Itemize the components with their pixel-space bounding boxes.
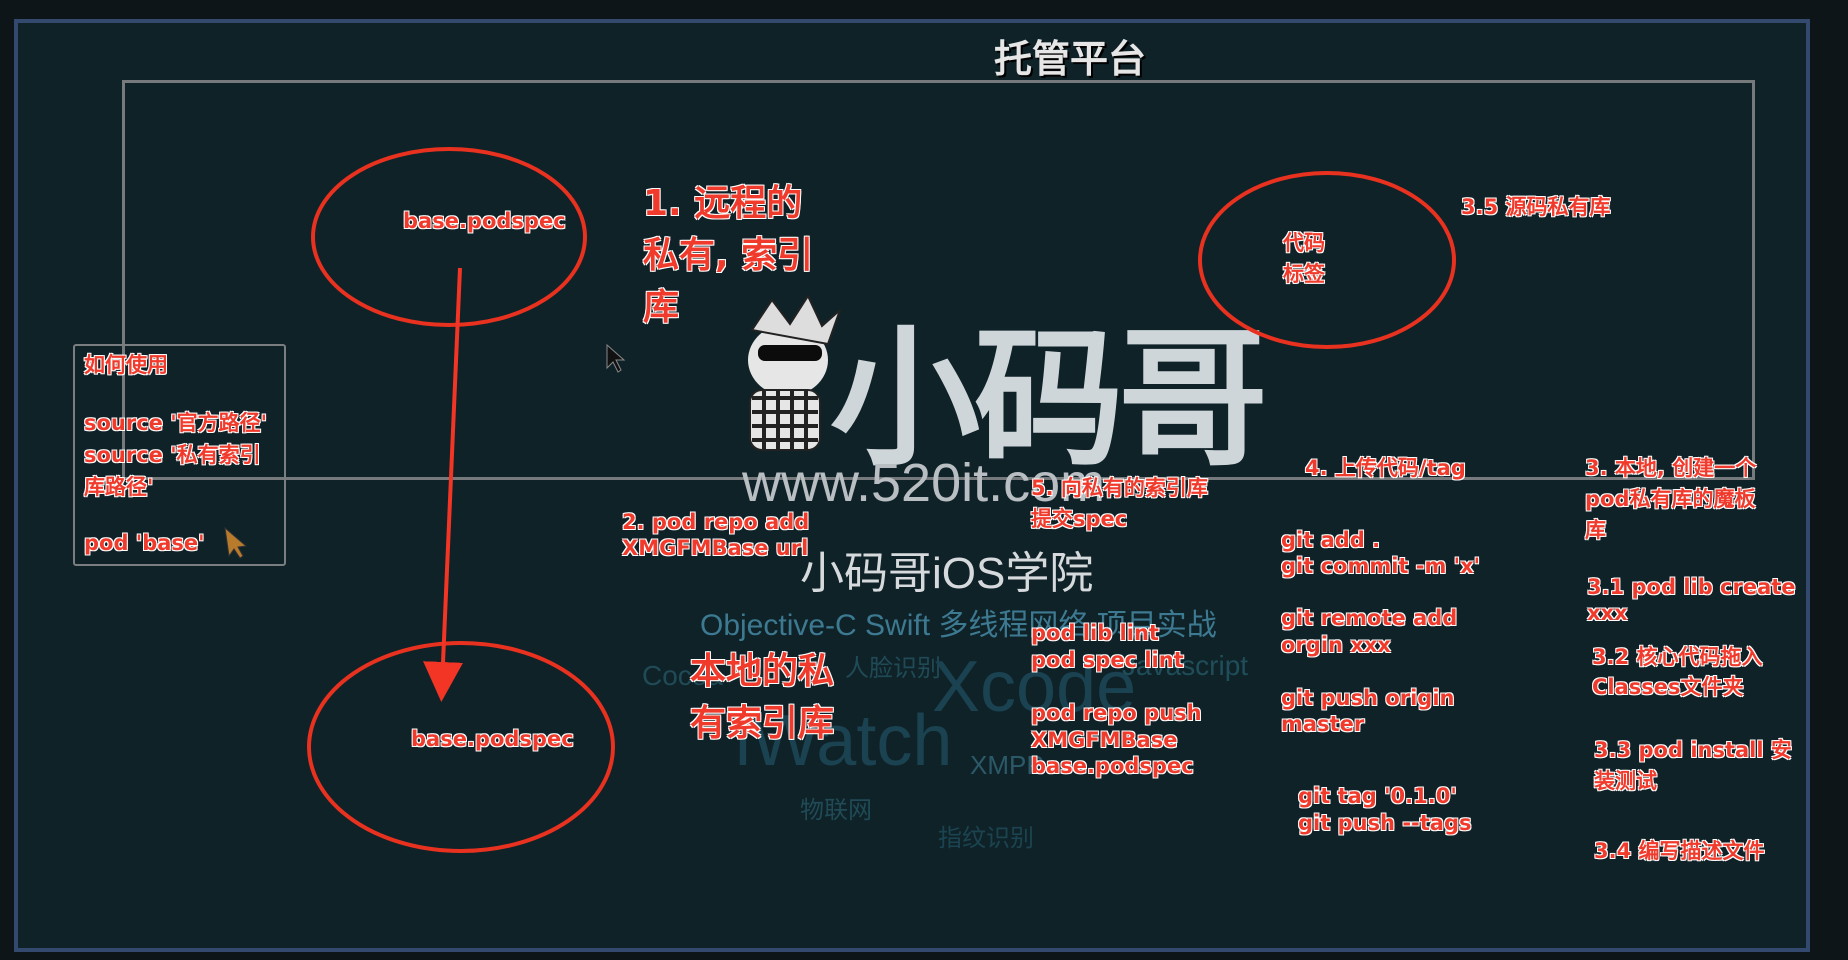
usage-box (73, 344, 286, 566)
step3-2-line-2: Classes文件夹 (1592, 675, 1744, 699)
step3-title-3: 库 (1585, 518, 1606, 542)
watermark-xmpp: XMPP (970, 750, 1044, 780)
step5-lint-2: pod spec lint (1031, 648, 1184, 672)
step4-add: git add . (1281, 528, 1381, 552)
step4-push-2: master (1281, 712, 1365, 736)
step3-1-line-2: xxx (1587, 601, 1628, 625)
watermark-cocoa: Cocoa (642, 660, 723, 691)
step4-push-1: git push origin (1281, 686, 1455, 710)
step3-3-line-1: 3.3 pod install 安 (1594, 738, 1792, 762)
usage-pod: pod 'base' (84, 531, 205, 555)
remote-index-label: base.podspec (403, 209, 566, 233)
step4-remote-2: orgin xxx (1281, 633, 1391, 657)
step2-line-2: XMGFMBase url (622, 536, 809, 560)
remote-index-title-3: 库 (643, 287, 680, 328)
step5-title-2: 提交spec (1031, 507, 1128, 531)
watermark-school: 小码哥iOS学院 (800, 549, 1094, 598)
step5-push-3: base.podspec (1031, 754, 1194, 778)
remote-index-title-2: 私有, 索引 (643, 235, 814, 276)
step3-2-line-1: 3.2 核心代码拖入 (1592, 645, 1763, 669)
step4-tag-1: git tag '0.1.0' (1298, 784, 1457, 808)
usage-line-2: source '私有索引 (84, 443, 261, 467)
step4-tag-2: git push --tags (1298, 811, 1472, 835)
step3-title-2: pod私有库的魔板 (1585, 487, 1756, 511)
step2-line-1: 2. pod repo add (622, 510, 810, 534)
remote-index-node (311, 147, 587, 327)
watermark-url: www.520it.com (742, 453, 1106, 513)
hosting-platform-box (122, 80, 1755, 480)
download-arrow (423, 267, 464, 702)
usage-line-1: source '官方路径' (84, 411, 268, 435)
pointer-icon (224, 526, 248, 559)
platform-title: 托管平台 (993, 37, 1146, 81)
outer-frame (14, 19, 1810, 952)
watermark-xcode: Xcode (932, 647, 1137, 727)
step3-1-line-1: 3.1 pod lib create (1587, 575, 1796, 599)
watermark-iwatch: iWatch (735, 701, 953, 781)
usage-line-3: 库路径' (84, 475, 154, 499)
step5-lint-1: pod lib lint (1031, 621, 1159, 645)
step3-title-1: 3. 本地, 创建一个 (1585, 456, 1757, 480)
source-repo-line-2: 标签 (1283, 262, 1325, 286)
local-index-node (307, 641, 615, 853)
watermark-logo: 小码哥 (830, 315, 1268, 483)
mascot-icon (748, 293, 841, 451)
step3-3-line-2: 装测试 (1594, 769, 1657, 793)
watermark-javascript: Javascript (1122, 650, 1249, 681)
watermark-iot: 物联网 (800, 797, 872, 824)
step5-title-1: 5. 向私有的索引库 (1031, 476, 1208, 500)
watermark-tags: Objective-C Swift 多线程网络 项目实战 (700, 609, 1217, 642)
cursor-icon (606, 343, 626, 373)
remote-index-title-1: 1. 远程的 (643, 183, 803, 224)
step3-4: 3.4 编写描述文件 (1594, 839, 1765, 863)
step4-commit: git commit -m 'x' (1281, 554, 1481, 578)
source-repo-line-1: 代码 (1283, 231, 1325, 255)
local-index-label: base.podspec (411, 727, 574, 751)
step5-push-2: XMGFMBase (1031, 728, 1178, 752)
usage-title: 如何使用 (84, 353, 168, 377)
source-repo-title: 3.5 源码私有库 (1461, 195, 1611, 219)
watermark-face: 人脸识别 (845, 655, 941, 682)
step4-title: 4. 上传代码/tag (1305, 456, 1466, 480)
source-repo-node (1198, 171, 1456, 349)
step5-push-1: pod repo push (1031, 701, 1202, 725)
watermark-finger: 指纹识别 (938, 825, 1034, 852)
local-index-title-1: 本地的私 (690, 651, 835, 692)
step4-remote-1: git remote add (1281, 606, 1458, 630)
local-index-title-2: 有索引库 (690, 703, 835, 744)
